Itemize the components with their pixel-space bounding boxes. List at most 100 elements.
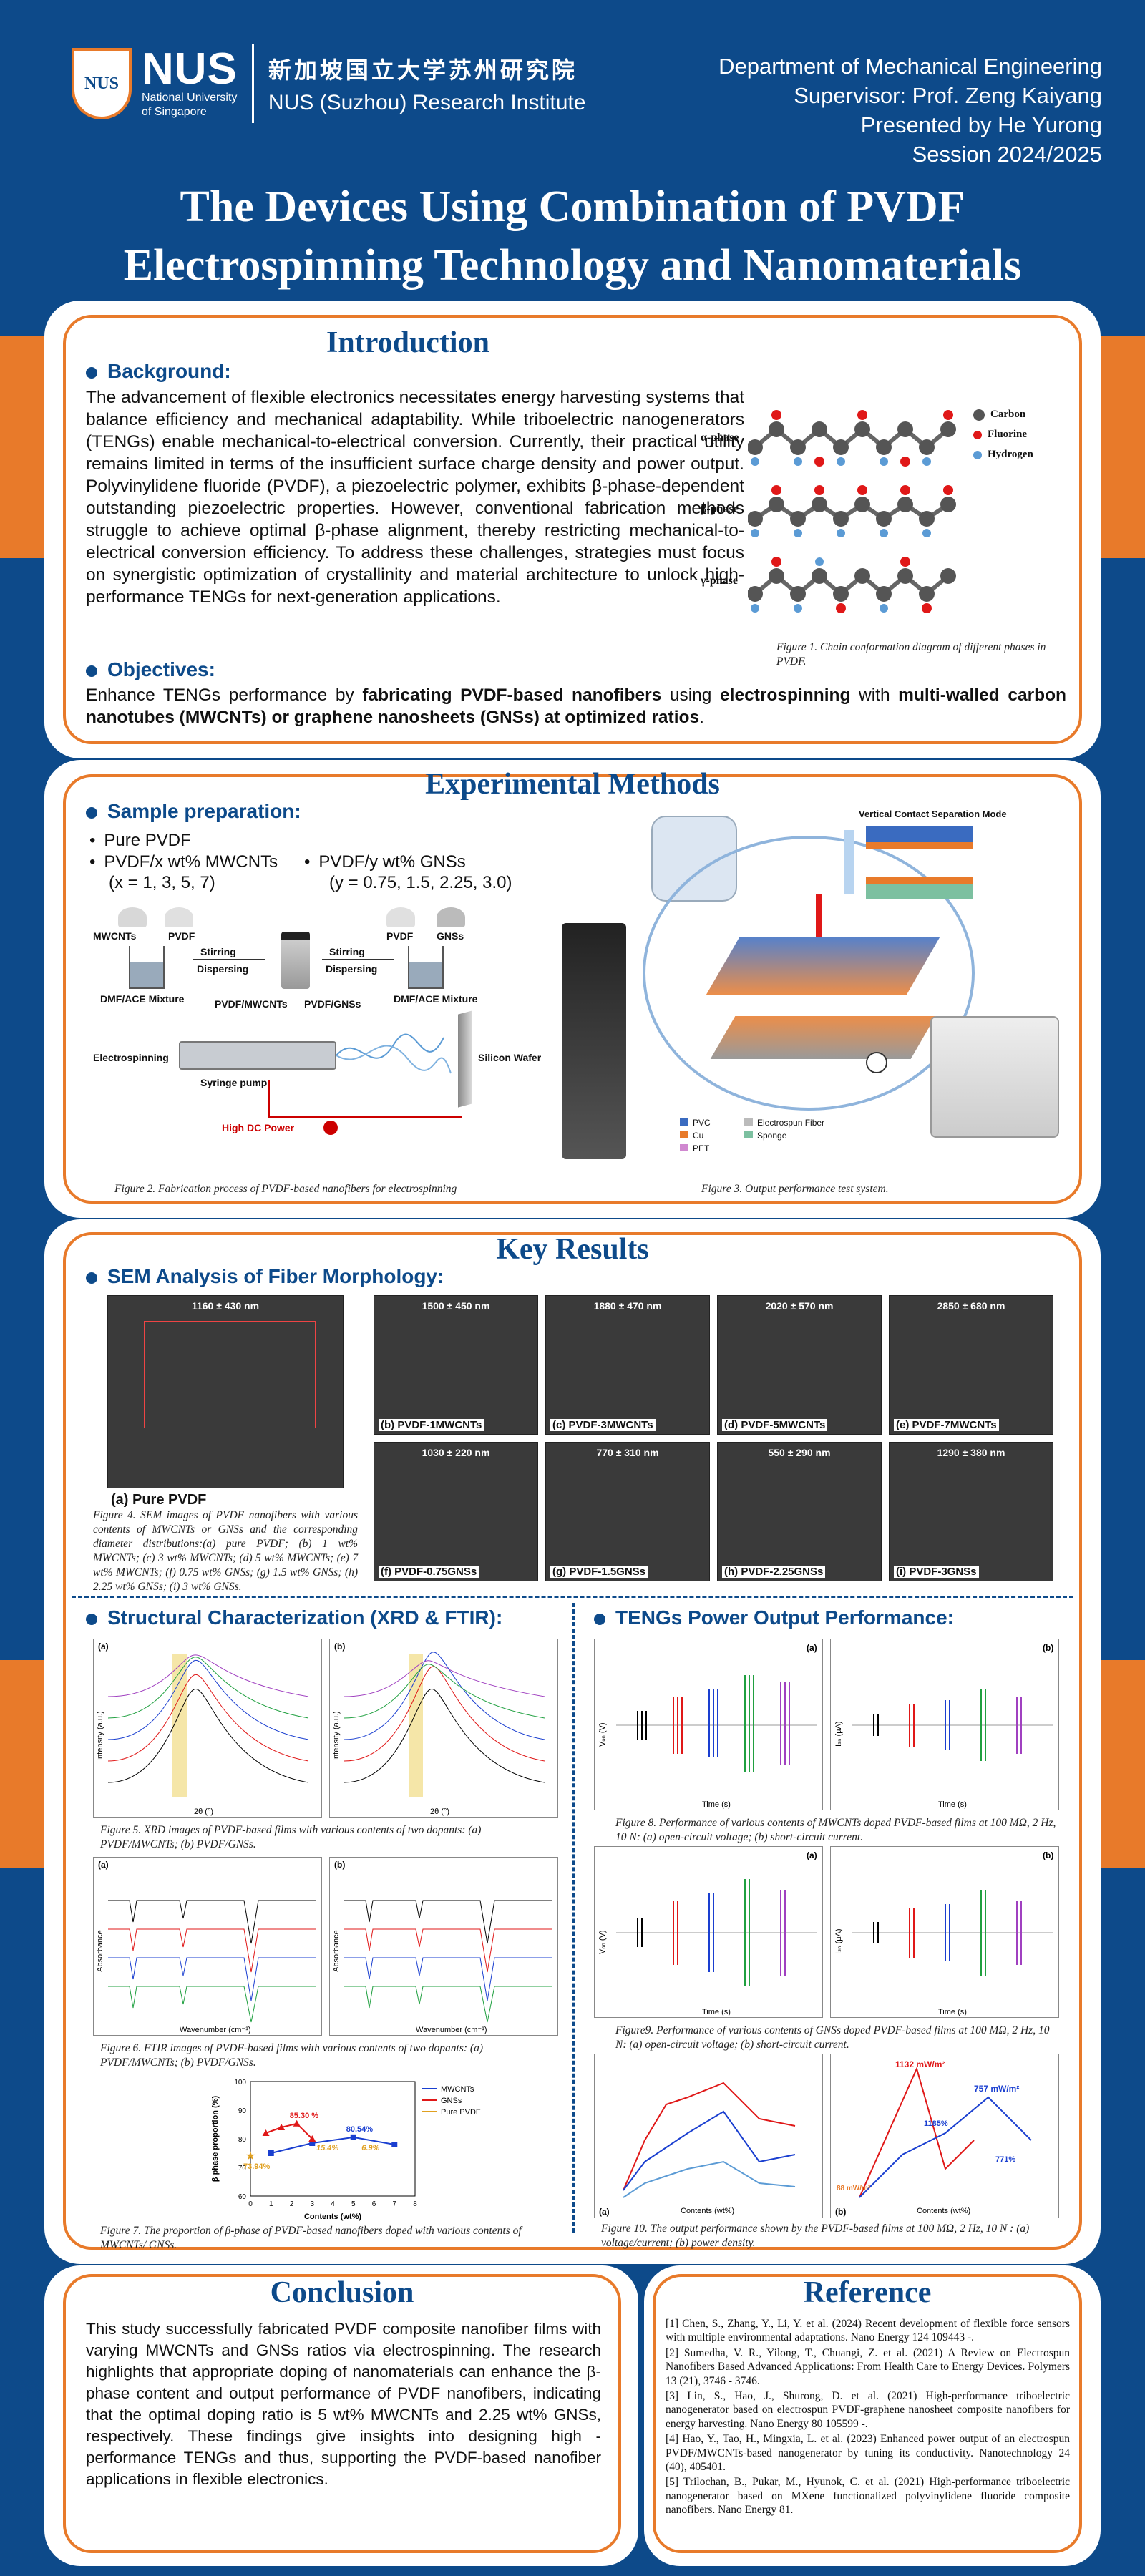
legend-sponge: Sponge bbox=[744, 1129, 824, 1142]
sem-diameter: 1880 ± 470 nm bbox=[593, 1300, 662, 1312]
series-line-gnss bbox=[265, 2122, 313, 2140]
figure-3-legend: PVC Cu PET bbox=[680, 1116, 711, 1155]
x-axis-label: Contents (wt%) bbox=[304, 2212, 361, 2221]
y-axis-label: Intensity (a.u.) bbox=[332, 1711, 341, 1761]
bullet-icon bbox=[86, 665, 97, 677]
structural-label-text: Structural Characterization (XRD & FTIR)… bbox=[107, 1606, 503, 1629]
sem-image: 1030 ± 220 nm(f) PVDF-0.75GNSs bbox=[374, 1442, 538, 1581]
legend-label: MWCNTs bbox=[441, 2085, 474, 2094]
nus-crest-icon: NUS bbox=[72, 48, 132, 119]
conclusion-text: This study successfully fabricated PVDF … bbox=[86, 2320, 601, 2488]
x-tick-label: 7 bbox=[392, 2200, 396, 2208]
objectives-text: Enhance TENGs performance by fabricating… bbox=[86, 684, 1066, 728]
current-plot-gnss: (b) Time (s) Iₛₙ (μA) bbox=[830, 1846, 1059, 2018]
y-axis-label: β phase proportion (%) bbox=[211, 2095, 220, 2182]
title-line-2: Electrospinning Technology and Nanomater… bbox=[123, 241, 1022, 290]
xrd-curve bbox=[344, 1660, 545, 1697]
legend-carbon: Carbon bbox=[973, 404, 1033, 424]
x-axis-label: 2θ (°) bbox=[430, 1807, 449, 1816]
background-text: The advancement of flexible electronics … bbox=[86, 388, 744, 607]
conclusion-frame bbox=[63, 2274, 621, 2553]
legend-sponge-text: Sponge bbox=[757, 1131, 787, 1141]
wafer-label: Silicon Wafer bbox=[478, 1052, 542, 1063]
y-axis-label: Vₒₙ (V) bbox=[598, 1722, 607, 1747]
y-tick-label: 100 bbox=[234, 2079, 246, 2087]
sponge-swatch-icon bbox=[744, 1131, 753, 1138]
annotation: 73.94% bbox=[243, 2162, 271, 2171]
sem-image: 770 ± 310 nm(g) PVDF-1.5GNSs bbox=[545, 1442, 710, 1581]
data-point bbox=[308, 2135, 316, 2142]
sem-image: 1500 ± 450 nm(b) PVDF-1MWCNTs bbox=[374, 1295, 538, 1435]
xrd-curve bbox=[107, 1689, 309, 1783]
logo-text: NUS bbox=[142, 44, 238, 94]
sem-panel-label: (c) PVDF-3MWCNTs bbox=[550, 1419, 656, 1431]
annotation: 85.30 % bbox=[290, 2112, 319, 2120]
sem-panel-label: (g) PVDF-1.5GNSs bbox=[550, 1566, 648, 1578]
x-tick-label: 2 bbox=[290, 2200, 294, 2208]
ftir-curve bbox=[108, 1900, 316, 1944]
sample-item: Pure PVDF bbox=[89, 830, 278, 852]
figure-2-process-diagram: MWCNTs PVDF PVDF GNSs DMF/ACE Mixture DM… bbox=[86, 902, 544, 1181]
vial-icon bbox=[281, 932, 310, 989]
powder-pile-icon bbox=[118, 907, 147, 927]
panel-label: (a) bbox=[599, 2207, 610, 2217]
legend-fiber-text: Electrospun Fiber bbox=[757, 1118, 825, 1128]
power-annotation: 1132 mW/m² bbox=[895, 2059, 945, 2069]
diameter-histogram-icon bbox=[144, 1321, 316, 1428]
sem-panel-label: (i) PVDF-3GNSs bbox=[894, 1566, 979, 1578]
legend-pvc: PVC bbox=[680, 1116, 711, 1129]
figure-8-caption: Figure 8. Performance of various content… bbox=[615, 1817, 1056, 1843]
powder-pile-icon bbox=[386, 907, 415, 927]
xrd-curve bbox=[344, 1689, 545, 1783]
y-axis-label: Absorbance bbox=[332, 1930, 341, 1972]
dept-line: Department of Mechanical Engineering bbox=[718, 54, 1102, 79]
electrospinning-label: Electrospinning bbox=[93, 1052, 169, 1063]
objectives-label: Objectives: bbox=[86, 658, 215, 681]
electrospinning-jet-icon bbox=[336, 1033, 452, 1074]
gamma-phase-label: γ-phase bbox=[701, 575, 738, 587]
syringe-pump-icon bbox=[179, 1041, 336, 1070]
x-axis-label: Time (s) bbox=[702, 1800, 731, 1809]
current-plot-mwcnts: (b) Time (s) Iₛₙ (μA) bbox=[830, 1639, 1059, 1810]
annotation: 15.4% bbox=[316, 2144, 338, 2152]
figure-4-caption: Figure 4. SEM images of PVDF nanofibers … bbox=[93, 1509, 358, 1593]
logo-divider bbox=[251, 44, 254, 123]
obj-part: using bbox=[661, 686, 721, 705]
xrd-band-highlight bbox=[172, 1654, 187, 1797]
ftir-curve bbox=[108, 1928, 316, 1973]
data-point bbox=[262, 2129, 270, 2136]
panel-label: (b) bbox=[1043, 1850, 1053, 1860]
figure-7-caption: Figure 7. The proportion of β-phase of P… bbox=[100, 2225, 522, 2251]
power-annotation: 771% bbox=[995, 2155, 1015, 2164]
xrd-curve bbox=[344, 1666, 545, 1762]
arrow-right-icon bbox=[193, 959, 265, 960]
mixture-label-right: DMF/ACE Mixture bbox=[394, 993, 478, 1005]
y-axis-label: Iₛₙ (μA) bbox=[834, 1721, 843, 1747]
data-point bbox=[350, 2134, 356, 2140]
power-annotation: 757 mW/m² bbox=[974, 2084, 1019, 2094]
panel-label: (b) bbox=[334, 1641, 345, 1652]
pvc-swatch-icon bbox=[680, 1118, 688, 1126]
sample-item: PVDF/y wt% GNSs bbox=[304, 852, 465, 873]
hv-wire-icon bbox=[268, 1080, 270, 1116]
legend-cu: Cu bbox=[680, 1129, 711, 1142]
x-axis-label: Wavenumber (cm⁻¹) bbox=[180, 2026, 251, 2034]
legend-label: GNSs bbox=[441, 2097, 462, 2105]
beaker-icon bbox=[408, 946, 444, 989]
ftir-curve bbox=[108, 1957, 316, 2001]
obj-part: . bbox=[699, 708, 704, 727]
bullet-icon bbox=[86, 806, 97, 819]
nus-wordmark: NUS National University of Singapore bbox=[142, 44, 238, 119]
legend-fluorine-text: Fluorine bbox=[988, 429, 1027, 440]
plot-area bbox=[250, 2081, 416, 2197]
y-tick-label: 60 bbox=[238, 2193, 247, 2201]
dispersing-label: Dispersing bbox=[326, 963, 378, 975]
hydrogen-dot-icon bbox=[973, 450, 982, 459]
legend-carbon-text: Carbon bbox=[990, 409, 1026, 420]
legend-pet-text: PET bbox=[693, 1143, 710, 1153]
teng-label-text: TENGs Power Output Performance: bbox=[615, 1606, 954, 1629]
mixture-label-left: DMF/ACE Mixture bbox=[100, 993, 185, 1005]
x-tick-label: 1 bbox=[269, 2200, 273, 2208]
ftir-curve bbox=[344, 1928, 552, 1973]
figure-6-caption: Figure 6. FTIR images of PVDF-based film… bbox=[100, 2042, 483, 2069]
